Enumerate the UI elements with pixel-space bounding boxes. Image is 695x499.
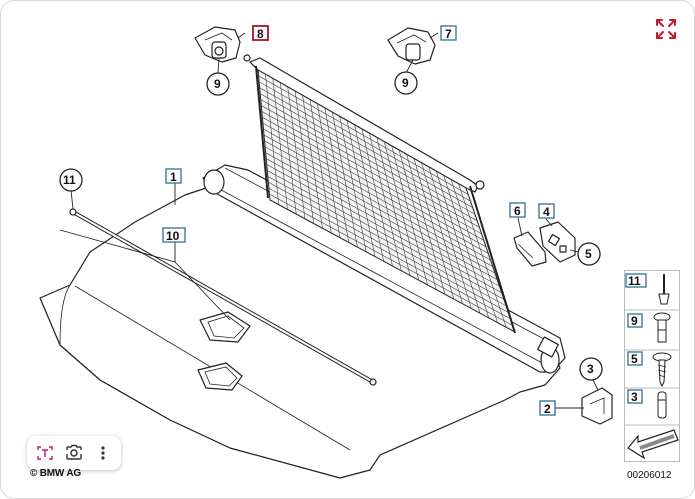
callout-7[interactable]: 7: [440, 25, 457, 41]
callout-8[interactable]: 8: [252, 25, 269, 41]
copyright-label: © BMW AG: [30, 468, 81, 479]
holder-part-2: [581, 387, 613, 425]
callout-3[interactable]: 3: [579, 357, 603, 381]
svg-text:11: 11: [628, 274, 641, 288]
cover-rod: [69, 208, 377, 386]
clip-part-8: [194, 26, 241, 63]
legend-label-5: 5: [627, 351, 643, 366]
clip-part-7: [387, 27, 436, 65]
text-select-button[interactable]: [32, 440, 58, 466]
lens-search-button[interactable]: [61, 440, 87, 466]
image-toolbar: [27, 436, 121, 470]
svg-text:9: 9: [631, 314, 638, 328]
leader-lines: [59, 32, 599, 409]
callout-9-right[interactable]: 9: [394, 71, 418, 95]
callout-11[interactable]: 11: [59, 168, 83, 192]
more-vertical-icon: [101, 446, 105, 460]
callout-1[interactable]: 1: [165, 168, 182, 184]
svg-text:2: 2: [544, 402, 551, 416]
svg-text:8: 8: [257, 27, 264, 41]
svg-text:5: 5: [631, 352, 638, 366]
svg-text:3: 3: [587, 362, 594, 376]
svg-text:9: 9: [214, 77, 221, 91]
svg-text:7: 7: [445, 27, 452, 41]
legend-label-11: 11: [625, 273, 647, 288]
svg-text:1: 1: [170, 170, 177, 184]
text-select-icon: [37, 446, 54, 460]
pin-fastener-icon: [658, 274, 670, 305]
svg-text:10: 10: [166, 229, 180, 243]
lens-search-icon: [66, 444, 82, 460]
callout-2[interactable]: 2: [539, 400, 556, 416]
svg-text:11: 11: [63, 173, 76, 187]
callout-6[interactable]: 6: [509, 202, 526, 218]
callout-4[interactable]: 4: [538, 203, 555, 219]
svg-text:4: 4: [543, 205, 550, 219]
arrow-icon: [627, 429, 679, 460]
push-rivet-icon: [653, 312, 671, 343]
clip-fastener-icon: [657, 391, 667, 419]
svg-text:5: 5: [585, 247, 592, 261]
svg-text:6: 6: [514, 204, 521, 218]
plate-part-6: [513, 231, 547, 267]
more-options-button[interactable]: [90, 440, 116, 466]
callout-10[interactable]: 10: [162, 227, 186, 243]
callout-5[interactable]: 5: [577, 242, 601, 266]
expand-arrows-icon[interactable]: [654, 17, 678, 41]
screw-icon: [652, 352, 672, 388]
callout-9-left[interactable]: 9: [206, 72, 230, 96]
legend-label-9: 9: [627, 313, 643, 328]
partition-net: [243, 54, 516, 334]
svg-text:3: 3: [631, 390, 638, 404]
tray-handles: [197, 311, 251, 391]
legend-label-3: 3: [627, 389, 643, 404]
diagram-number: 00206012: [627, 470, 672, 481]
fastener-legend: 11 9 5 3: [624, 270, 680, 462]
bracket-part-4: [539, 221, 576, 263]
svg-text:9: 9: [402, 76, 409, 90]
